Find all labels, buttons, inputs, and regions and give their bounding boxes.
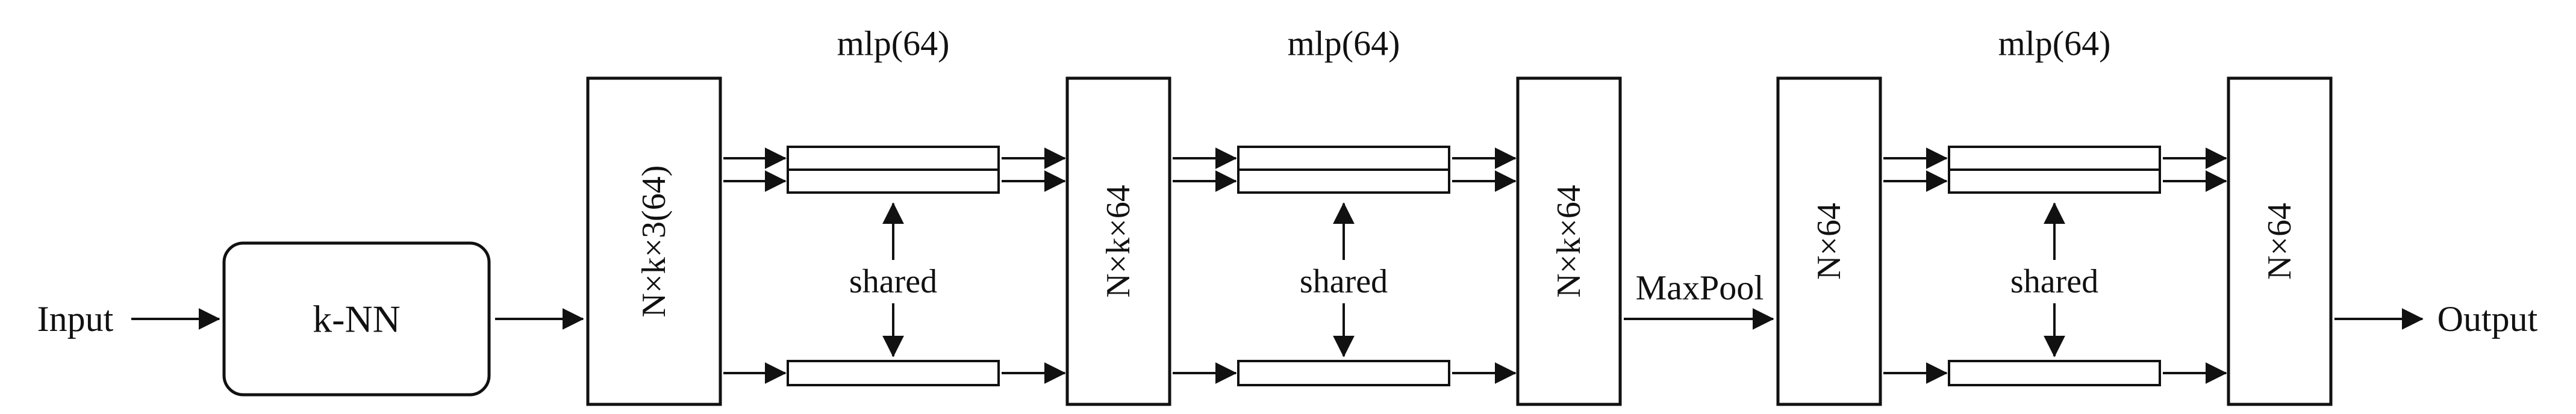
mlp3-shared-label: shared [2010, 263, 2098, 300]
mlp2-shared-label-backdrop [1280, 260, 1407, 303]
knn-box [222, 241, 491, 397]
block-2-label: N×k×64 [1100, 185, 1137, 298]
mlp2-label: mlp(64) [1288, 24, 1400, 63]
mlp-group-1: mlp(64) shared [723, 24, 1066, 386]
mlp2-bottom-bar [1237, 360, 1450, 386]
mlp3-label: mlp(64) [1998, 24, 2111, 63]
mlp2-shared-label: shared [1300, 263, 1388, 300]
mlp1-top-bar-1 [787, 146, 1000, 171]
block-1-box [586, 76, 722, 406]
mlp3-top-bar-1 [1948, 146, 2161, 171]
block-2-box [1065, 76, 1171, 406]
mlp1-shared-label-backdrop [830, 260, 956, 303]
mlp2-top-bar-1 [1237, 146, 1450, 171]
mlp1-top-bar-2 [787, 168, 1000, 194]
block-4-label: N×64 [1810, 203, 1848, 280]
block-3-box [1516, 76, 1622, 406]
mlp-group-2: mlp(64) shared [1173, 24, 1517, 386]
input-label: Input [37, 299, 114, 339]
block-1-label: N×k×3(64) [635, 165, 673, 318]
maxpool-label: MaxPool [1636, 268, 1764, 307]
mlp3-shared-label-backdrop [1991, 260, 2118, 303]
block-5-box [2227, 76, 2333, 406]
output-label: Output [2437, 299, 2538, 339]
mlp1-bottom-bar [787, 360, 1000, 386]
knn-label: k-NN [313, 298, 401, 341]
mlp2-top-bar-2 [1237, 168, 1450, 194]
mlp3-bottom-bar [1948, 360, 2161, 386]
mlp1-label: mlp(64) [837, 24, 950, 63]
mlp3-top-bar-2 [1948, 168, 2161, 194]
block-3-label: N×k×64 [1550, 185, 1588, 298]
mlp-group-3: mlp(64) shared [1883, 24, 2227, 386]
block-5-label: N×64 [2261, 203, 2298, 280]
mlp1-shared-label: shared [849, 263, 937, 300]
block-4-box [1776, 76, 1882, 406]
